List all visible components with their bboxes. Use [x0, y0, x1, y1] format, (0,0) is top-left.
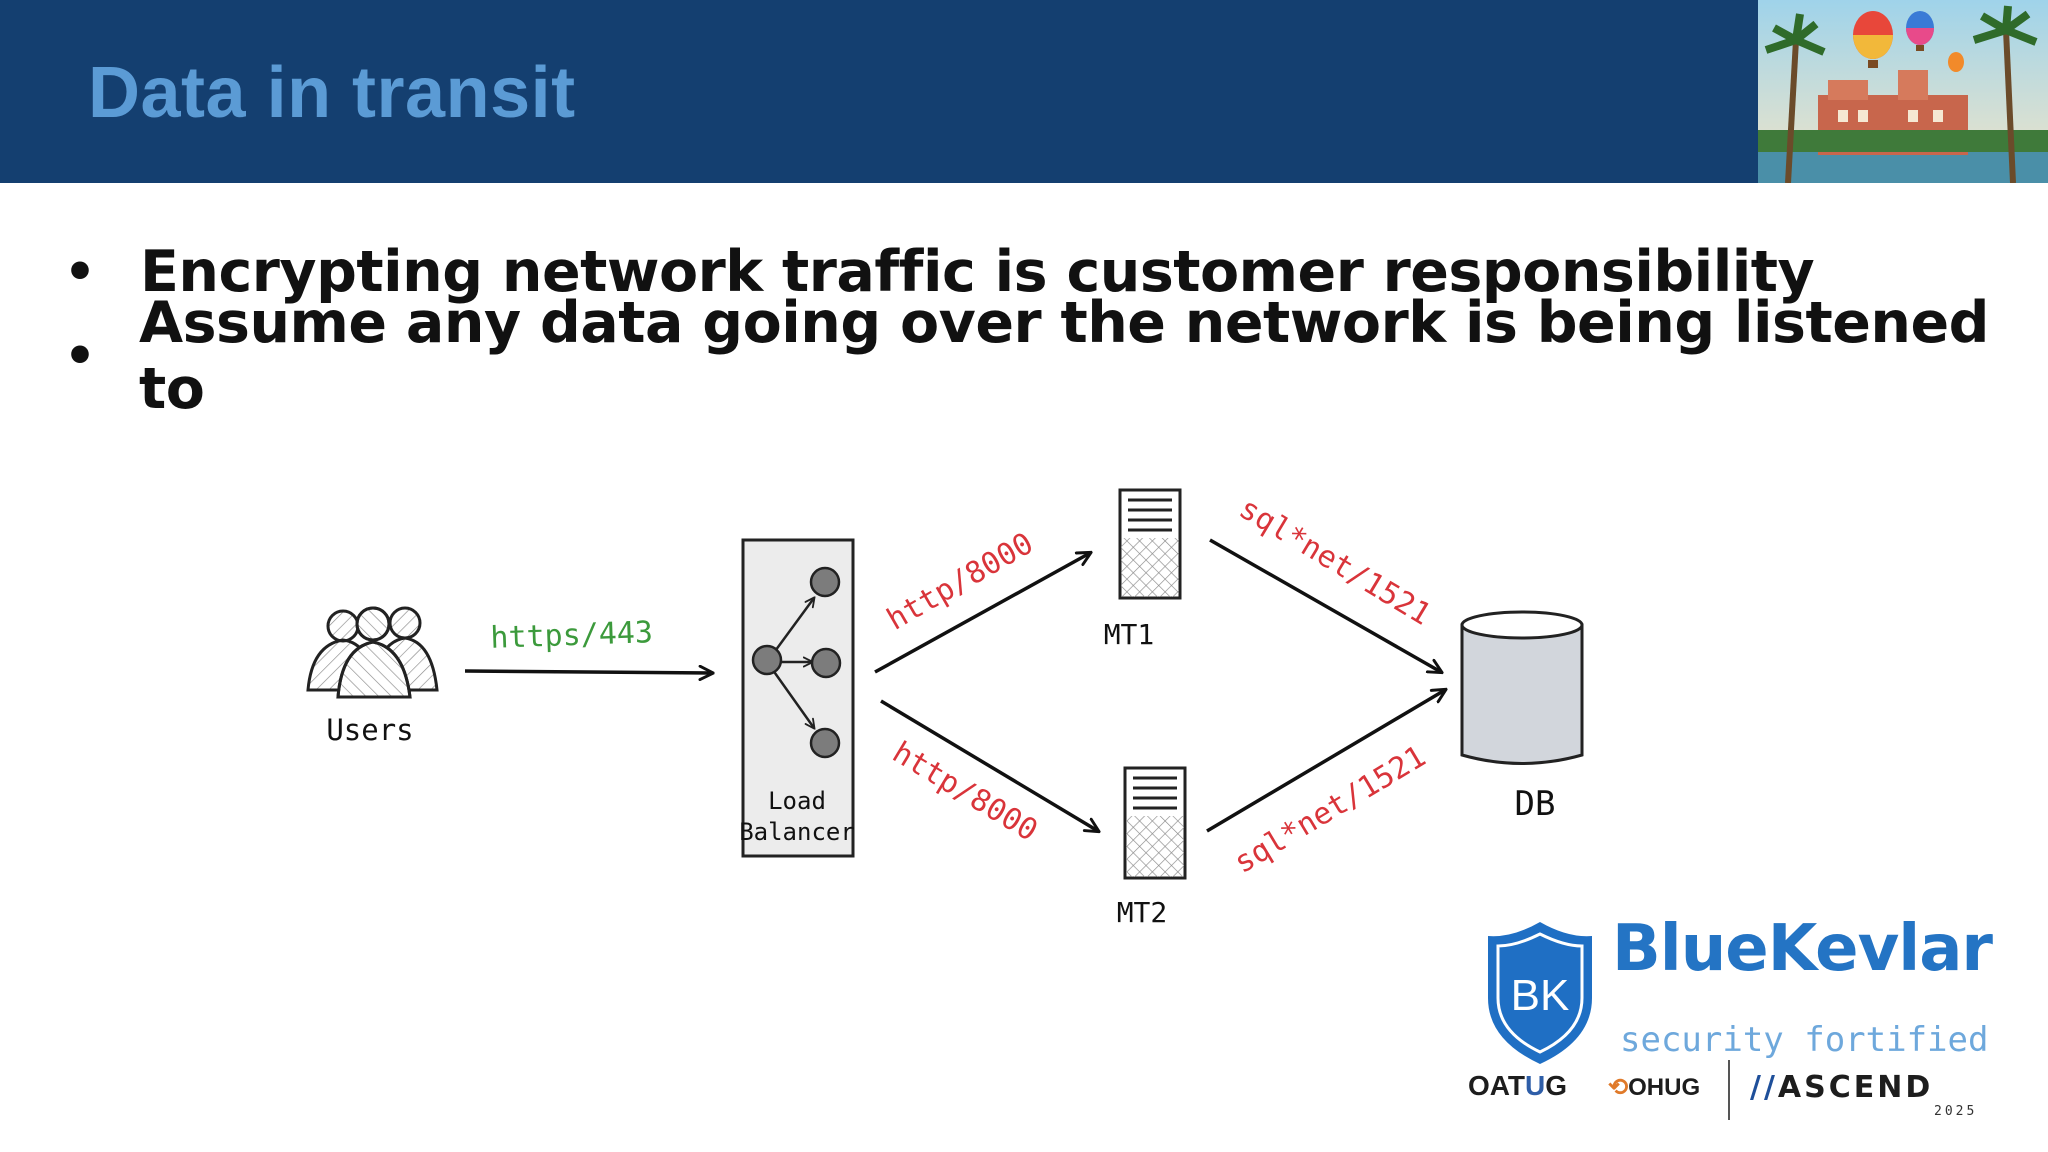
branding-area: BK BlueKevlar security fortified OATUG ⟲…	[1460, 910, 2020, 1130]
ascend-text: ASCEND	[1777, 1070, 1934, 1105]
oatug-u-letter: U	[1525, 1070, 1546, 1101]
bullet-item: • Assume any data going over the network…	[60, 290, 2048, 422]
lb-target-dot	[809, 566, 841, 598]
bullet-dot: •	[64, 243, 96, 301]
ohug-text: OHUG	[1628, 1074, 1701, 1101]
lb-target-dot	[810, 647, 842, 679]
edge-mt2-to-db	[1206, 690, 1445, 833]
brand-tagline: security fortified	[1620, 1020, 1989, 1060]
lb-target-dot	[809, 727, 841, 759]
edge-lb-to-mt2	[880, 699, 1098, 831]
ohug-swirl-icon: ⟲	[1608, 1074, 1629, 1101]
mt1-label: MT1	[1104, 618, 1155, 651]
mt2-label: MT2	[1117, 896, 1168, 929]
sponsor-ascend-logo: //ASCEND	[1750, 1070, 1933, 1105]
bullet-text: Encrypting network traffic is customer r…	[140, 239, 1815, 305]
lb-fanout-line	[768, 665, 814, 728]
bullet-dot: •	[64, 327, 96, 385]
db-cylinder-icon	[1460, 610, 1584, 765]
slide-header: Data in transit	[0, 0, 2048, 183]
bullet-text: Assume any data going over the network i…	[138, 290, 1989, 422]
edge-label-mt2-to-db: sql*net/1521	[1228, 739, 1432, 881]
load-balancer-node	[741, 538, 855, 858]
sponsor-divider	[1728, 1060, 1730, 1120]
lb-label-line2: Balancer	[739, 818, 855, 846]
ascend-year: 2025	[1934, 1104, 1978, 1119]
edge-users-to-lb	[464, 671, 712, 673]
lb-source-dot	[751, 644, 783, 676]
shield-initials: BK	[1511, 971, 1570, 1020]
users-label: Users	[326, 713, 413, 747]
edge-mt1-to-db	[1209, 538, 1441, 672]
edge-label-users-to-lb: https/443	[490, 615, 654, 656]
slide-title: Data in transit	[88, 53, 576, 133]
edge-label-lb-to-mt1: http/8000	[881, 526, 1039, 638]
sponsor-ohug-logo: ⟲OHUG	[1608, 1073, 1700, 1102]
lb-fanout-line	[768, 598, 814, 659]
bullet-list: • Encrypting network traffic is customer…	[60, 230, 2048, 422]
bluekevlar-shield-icon: BK	[1488, 922, 1592, 1064]
oatug-text: OAT	[1468, 1070, 1526, 1101]
lb-label-line1: Load	[768, 787, 826, 815]
bullet-item: • Encrypting network traffic is customer…	[60, 230, 2048, 314]
mt2-server-icon	[1123, 766, 1187, 880]
ascend-slash-icon: //	[1750, 1070, 1778, 1105]
edge-lb-to-mt1	[874, 553, 1090, 674]
oatug-end-letter: G	[1545, 1070, 1568, 1101]
users-icon	[306, 606, 439, 699]
mt1-server-icon	[1118, 488, 1182, 600]
sponsor-oatug-logo: OATUG	[1468, 1070, 1567, 1102]
brand-name: BlueKevlar	[1612, 912, 1993, 986]
db-label: DB	[1515, 784, 1556, 824]
corner-illustration	[1758, 0, 2048, 183]
